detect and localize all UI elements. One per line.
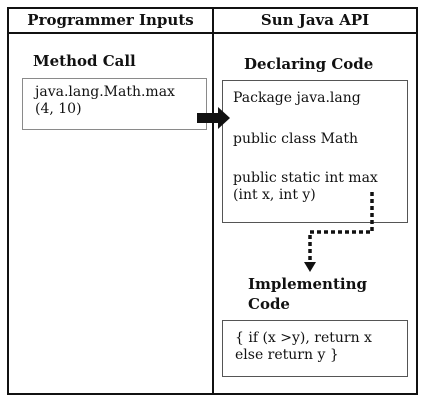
method-call-label: Method Call [33,52,136,70]
declaring-line-method: public static int max (int x, int y) [233,170,378,203]
column-divider [212,7,214,395]
method-call-box: java.lang.Math.max (4, 10) [22,78,207,130]
implementing-code-label: Implementing Code [248,275,367,313]
implementing-code: { if (x >y), return x else return y } [235,330,372,363]
header-divider [7,32,418,34]
declaring-line-package: Package java.lang [233,90,361,106]
method-call-code: java.lang.Math.max (4, 10) [35,84,175,117]
header-sun-java-api: Sun Java API [260,11,370,29]
header-programmer-inputs: Programmer Inputs [27,11,194,29]
declaring-code-box: Package java.lang public class Math publ… [222,80,408,223]
implementing-code-box: { if (x >y), return x else return y } [222,320,408,377]
declaring-line-class: public class Math [233,131,358,147]
declaring-code-label: Declaring Code [244,55,374,73]
